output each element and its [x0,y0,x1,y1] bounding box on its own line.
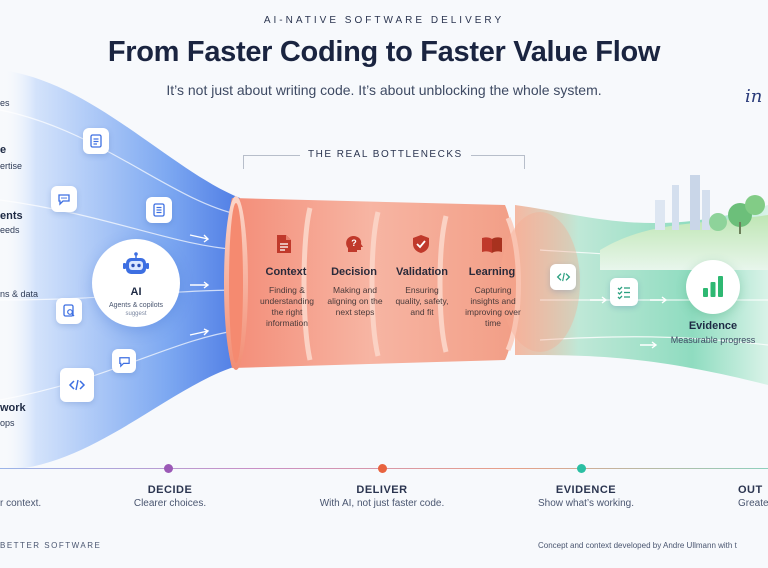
stage-desc-context: Finding & understanding the right inform… [260,285,314,328]
search-document-icon [56,298,82,324]
timeline-desc-deliver: With AI, not just faster code. [319,498,445,509]
stage-title-learning: Learning [468,266,516,278]
timeline-dot-deliver [378,464,387,473]
bar-chart-icon [700,273,726,304]
eyebrow-label: AI-NATIVE SOFTWARE DELIVERY [263,15,505,26]
stage-desc-validation: Ensuring quality, safety, and fit [395,285,449,317]
shield-check-icon [412,234,430,259]
document-icon [275,234,293,259]
left-label-5: eeds [0,225,20,235]
ai-sublabel: Agents & copilots [108,302,164,309]
timeline-dot-evidence [577,464,586,473]
timeline-head-deliver: DELIVER [356,484,408,496]
code-icon [60,368,94,402]
left-label-7: work [0,402,26,414]
timeline-head-outcome: OUT [738,484,763,496]
footer-brand: BETTER SOFTWARE [0,541,102,550]
book-icon [481,236,503,259]
robot-icon [121,251,151,286]
list-document-icon [146,197,172,223]
stage-title-decision: Decision [331,266,377,278]
timeline-dot-decide [164,464,173,473]
footer-credit: Concept and context developed by Andre U… [538,541,737,550]
timeline-desc-evidence: Show what’s working. [538,498,634,509]
timeline-desc-outcome: Greate [738,498,768,509]
checklist-icon [610,278,638,306]
code-icon [550,264,576,290]
evidence-title: Evidence [688,320,738,332]
stage-desc-learning: Capturing insights and improving over ti… [465,285,521,328]
chat-bubble-icon [51,186,77,212]
left-label-1: es [0,98,10,108]
left-label-2: e [0,144,7,156]
page-subtitle: It’s not just about writing code. It’s a… [166,82,602,98]
bottleneck-label: THE REAL BOTTLENECKS [300,149,471,160]
evidence-description: Measurable progress [670,335,756,345]
stage-title-validation: Validation [396,266,448,278]
left-label-6: ns & data [0,289,39,299]
script-text-fragment: in [745,86,763,107]
timeline-desc-context: r context. [0,498,42,509]
question-head-icon: ? [344,234,364,259]
left-label-4: ents [0,210,23,222]
svg-text:?: ? [351,238,357,248]
timeline-head-decide: DECIDE [147,484,193,496]
stage-title-context: Context [265,266,307,278]
document-icon [83,128,109,154]
page-title: From Faster Coding to Faster Value Flow [107,36,661,68]
stage-desc-decision: Making and aligning on the next steps [327,285,383,317]
chat-icon [112,349,136,373]
ai-label: AI [130,286,142,298]
ai-sublabel-fragment: suggest [125,311,147,317]
left-label-8: ops [0,418,15,428]
left-label-3: ertise [0,161,23,171]
timeline-desc-decide: Clearer choices. [133,498,207,509]
timeline-head-evidence: EVIDENCE [555,484,617,496]
